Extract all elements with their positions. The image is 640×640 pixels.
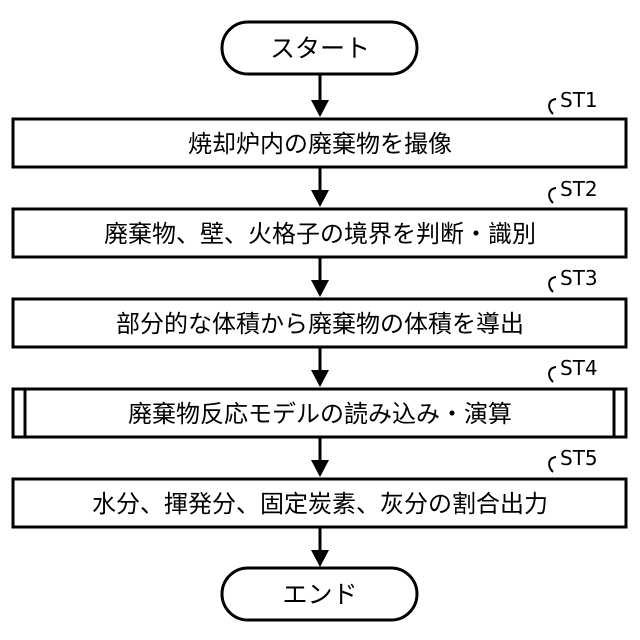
step-id-leader bbox=[549, 367, 556, 382]
process-text-st3: 部分的な体積から廃棄物の体積を導出 bbox=[116, 310, 524, 338]
arrow-start-to-st1 bbox=[311, 74, 329, 117]
step-id-st1: ST1 bbox=[560, 88, 598, 112]
arrow-st3-to-st4 bbox=[311, 347, 329, 387]
step-id-st5: ST5 bbox=[560, 446, 598, 470]
arrow-st2-to-st3 bbox=[311, 257, 329, 297]
end-label: エンド bbox=[282, 580, 357, 609]
process-text-st4: 廃棄物反応モデルの読み込み・演算 bbox=[128, 400, 512, 428]
step-id-leader bbox=[549, 188, 556, 203]
step-id-leader bbox=[549, 457, 556, 472]
step-id-leader bbox=[549, 99, 556, 114]
step-id-leader bbox=[549, 277, 556, 292]
process-text-st1: 焼却炉内の廃棄物を撮像 bbox=[188, 130, 452, 158]
arrow-st1-to-st2 bbox=[311, 167, 329, 207]
step-id-st3: ST3 bbox=[560, 266, 598, 290]
arrow-st4-to-st5 bbox=[311, 437, 329, 477]
arrow-st5-to-end bbox=[311, 527, 329, 567]
process-text-st2: 廃棄物、壁、火格子の境界を判断・識別 bbox=[104, 220, 536, 248]
step-id-st4: ST4 bbox=[560, 356, 598, 380]
start-label: スタート bbox=[270, 34, 370, 63]
step-id-st2: ST2 bbox=[560, 177, 598, 201]
process-text-st5: 水分、揮発分、固定炭素、灰分の割合出力 bbox=[92, 490, 548, 518]
